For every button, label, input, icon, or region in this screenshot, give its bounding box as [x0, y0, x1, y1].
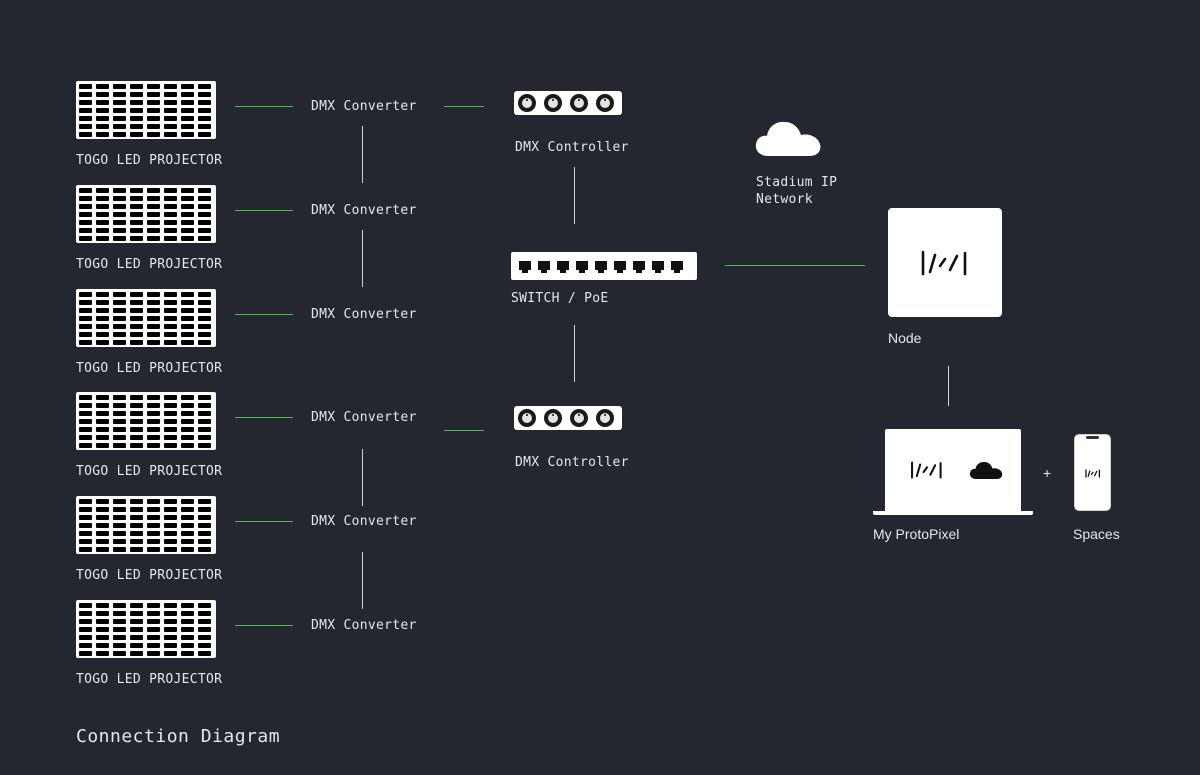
projector-label: TOGO LED PROJECTOR — [76, 361, 223, 376]
converter-controller-link — [444, 106, 484, 107]
network-label-line2: Network — [756, 192, 813, 207]
node-app-link — [948, 366, 949, 406]
projector-label: TOGO LED PROJECTOR — [76, 153, 223, 168]
plus-sign: + — [1043, 465, 1052, 481]
controller-switch-link — [574, 167, 575, 224]
led-panel-icon — [76, 392, 216, 450]
led-panel-icon — [76, 496, 216, 554]
switch-controller-link — [574, 325, 575, 382]
converter-link — [362, 126, 363, 183]
protopixel-logo-icon — [1085, 469, 1101, 478]
dmx-converter-label: DMX Converter — [311, 514, 417, 529]
dmx-controller-label: DMX Controller — [515, 455, 629, 470]
projector-converter-link — [235, 417, 293, 418]
projector-converter-link — [235, 106, 293, 107]
led-panel-icon — [76, 81, 216, 139]
laptop-base — [873, 511, 1033, 515]
projector-converter-link — [235, 210, 293, 211]
converter-controller-link — [444, 430, 484, 431]
laptop-icon — [885, 429, 1021, 511]
projector-label: TOGO LED PROJECTOR — [76, 257, 223, 272]
led-panel-icon — [76, 289, 216, 347]
projector-converter-link — [235, 314, 293, 315]
switch-label: SWITCH / PoE — [511, 291, 609, 306]
dmx-converter-label: DMX Converter — [311, 410, 417, 425]
dmx-converter-label: DMX Converter — [311, 99, 417, 114]
dmx-converter-label: DMX Converter — [311, 307, 417, 322]
protopixel-logo-icon — [911, 461, 942, 479]
dmx-controller-label: DMX Controller — [515, 140, 629, 155]
converter-link — [362, 552, 363, 609]
node-device — [888, 208, 1002, 317]
switch-node-link — [725, 265, 865, 266]
projector-label: TOGO LED PROJECTOR — [76, 568, 223, 583]
converter-link — [362, 449, 363, 506]
dmx-controller-icon — [514, 406, 622, 430]
cloud-icon — [755, 121, 821, 156]
spaces-label: Spaces — [1073, 526, 1120, 542]
converter-link — [362, 230, 363, 287]
diagram-title: Connection Diagram — [76, 726, 281, 747]
app-label: My ProtoPixel — [873, 526, 960, 542]
projector-converter-link — [235, 625, 293, 626]
dmx-controller-icon — [514, 91, 622, 115]
dmx-converter-label: DMX Converter — [311, 618, 417, 633]
protopixel-logo-icon — [921, 250, 967, 276]
network-label-line1: Stadium IP — [756, 175, 838, 190]
led-panel-icon — [76, 600, 216, 658]
cloud-icon — [969, 461, 1003, 479]
phone-icon — [1074, 434, 1111, 511]
led-panel-icon — [76, 185, 216, 243]
node-label: Node — [888, 330, 922, 346]
projector-label: TOGO LED PROJECTOR — [76, 672, 223, 687]
dmx-converter-label: DMX Converter — [311, 203, 417, 218]
projector-converter-link — [235, 521, 293, 522]
ethernet-switch-icon — [511, 252, 697, 280]
projector-label: TOGO LED PROJECTOR — [76, 464, 223, 479]
